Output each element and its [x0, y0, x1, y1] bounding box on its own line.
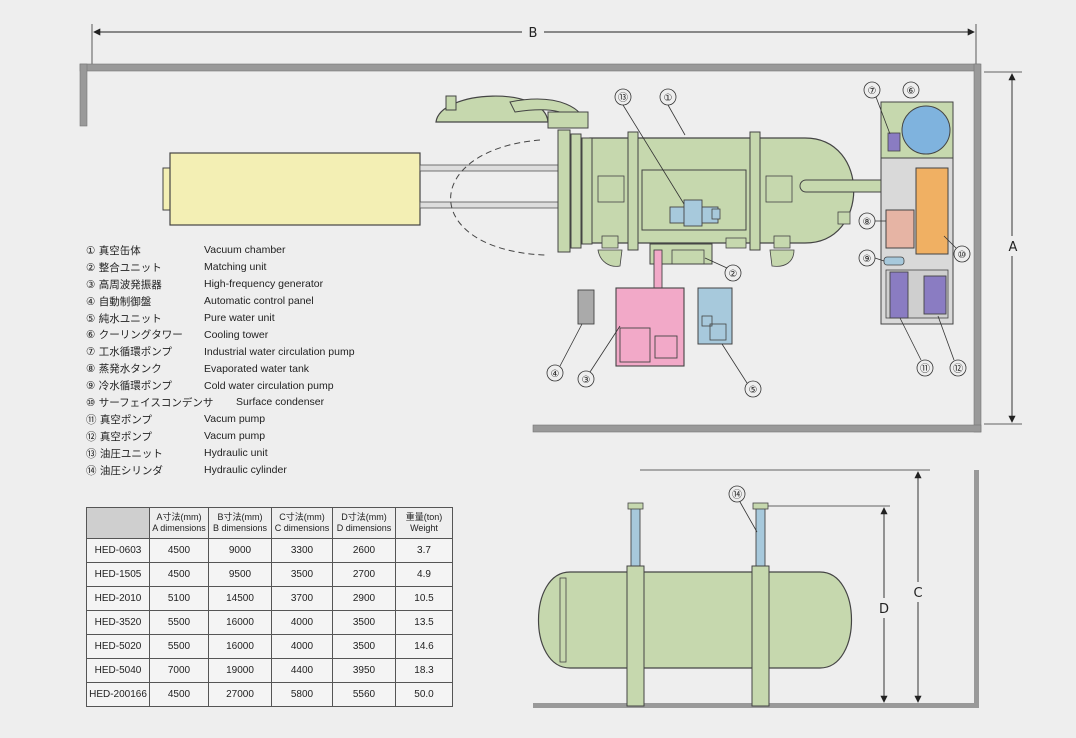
- svg-text:⑥: ⑥: [907, 86, 916, 97]
- svg-text:⑪: ⑪: [920, 363, 930, 375]
- column-header: B寸法(mm)B dimensions: [208, 507, 272, 539]
- svg-text:⑭: ⑭: [732, 489, 742, 501]
- utility-enclosure: [880, 101, 954, 325]
- column-header: D寸法(mm)D dimensions: [332, 507, 396, 539]
- evaporated-water-tank: [885, 209, 915, 249]
- vacuum-pump-12: [923, 275, 947, 315]
- hydraulic-cylinder-plan: [162, 152, 571, 226]
- svg-text:⑦: ⑦: [868, 86, 877, 97]
- automatic-control-panel: [577, 289, 595, 325]
- spec-table: A寸法(mm)A dimensions B寸法(mm)B dimensions …: [86, 507, 453, 707]
- plan-callouts: ① ⑬ ② ③ ④ ⑤ ⑥ ⑦ ⑧ ⑨ ⑩ ⑪ ⑫: [546, 81, 971, 398]
- svg-text:⑬: ⑬: [618, 92, 628, 104]
- vacuum-chamber: [557, 129, 923, 267]
- dimension-a: A: [984, 71, 1022, 425]
- column-header: A寸法(mm)A dimensions: [149, 507, 209, 539]
- dimension-c-label: C: [913, 586, 922, 601]
- svg-text:①: ①: [664, 93, 673, 104]
- door-swing-arc: [450, 139, 546, 256]
- dimension-b: B: [91, 24, 977, 66]
- dimension-a-label: A: [1009, 240, 1018, 255]
- svg-text:⑤: ⑤: [749, 385, 758, 396]
- pure-water-unit: [697, 287, 733, 345]
- svg-text:②: ②: [729, 269, 738, 280]
- chamber-lid: [435, 95, 589, 129]
- dimension-b-label: B: [529, 26, 538, 41]
- industrial-water-pump: [887, 132, 901, 152]
- vacuum-pump-11: [889, 271, 909, 319]
- high-frequency-generator: [615, 287, 685, 367]
- dimension-d-label: D: [879, 602, 889, 617]
- room-walls: [79, 63, 982, 433]
- svg-text:⑩: ⑩: [958, 250, 967, 261]
- svg-text:⑫: ⑫: [953, 363, 963, 375]
- surface-condenser: [915, 167, 949, 255]
- svg-text:⑨: ⑨: [863, 254, 872, 265]
- side-elevation: ⑭ D C: [533, 469, 979, 708]
- hydraulic-unit: [669, 199, 721, 227]
- cold-water-pump: [883, 256, 905, 266]
- column-header: 重量(ton)Weight: [395, 507, 453, 539]
- table-corner: [86, 507, 150, 539]
- column-header: C寸法(mm)C dimensions: [271, 507, 333, 539]
- svg-text:⑧: ⑧: [863, 217, 872, 228]
- svg-text:④: ④: [551, 369, 560, 380]
- svg-text:③: ③: [582, 375, 591, 386]
- cooling-tower: [901, 105, 951, 155]
